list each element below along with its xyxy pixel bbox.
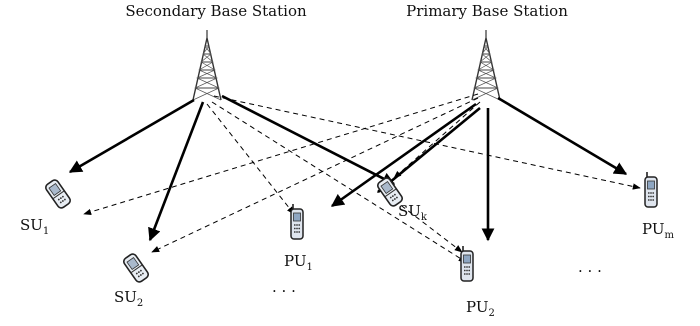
dashed-link-sbs-pu2 bbox=[211, 101, 467, 263]
bold-link-pbs-pum bbox=[497, 96, 628, 176]
bold-link-sbs-su1 bbox=[68, 98, 195, 174]
ellipsis-pu: · · · bbox=[578, 262, 602, 280]
dashed-link-sbs-pu1 bbox=[206, 103, 295, 215]
transmission-links bbox=[68, 94, 628, 242]
pum-phone-icon bbox=[644, 171, 658, 208]
su2-phone-icon bbox=[121, 251, 151, 285]
dashed-link-pbs-su1 bbox=[83, 93, 479, 215]
bold-link-pbs-suk-area bbox=[376, 106, 481, 194]
pu1-phone-icon bbox=[290, 203, 304, 240]
pu2-label: PU2 bbox=[466, 298, 495, 319]
secondary-base-station-title: Secondary Base Station bbox=[125, 2, 307, 20]
bold-link-sbs-suk bbox=[221, 94, 396, 186]
dashed-link-pbs-suk bbox=[393, 101, 481, 179]
primary-base-station-title: Primary Base Station bbox=[406, 2, 568, 20]
su2-label: SU2 bbox=[114, 288, 143, 309]
su1-phone-icon bbox=[43, 177, 73, 211]
pu2-phone-icon bbox=[460, 245, 474, 282]
suk-label: SUk bbox=[398, 202, 428, 223]
pum-label: PUm bbox=[642, 220, 674, 241]
dashed-link-pbs-su2 bbox=[151, 97, 479, 253]
dashed-link-sbs-pum bbox=[213, 95, 641, 190]
bold-link-pbs-pu1 bbox=[330, 102, 477, 208]
ellipsis-su: · · · bbox=[272, 282, 296, 300]
interference-links bbox=[83, 93, 641, 263]
su1-label: SU1 bbox=[20, 216, 49, 237]
primary-tower-icon bbox=[471, 29, 501, 101]
bold-link-sbs-su2 bbox=[148, 101, 205, 242]
pu1-label: PU1 bbox=[284, 252, 313, 273]
secondary-tower-icon bbox=[192, 29, 222, 101]
